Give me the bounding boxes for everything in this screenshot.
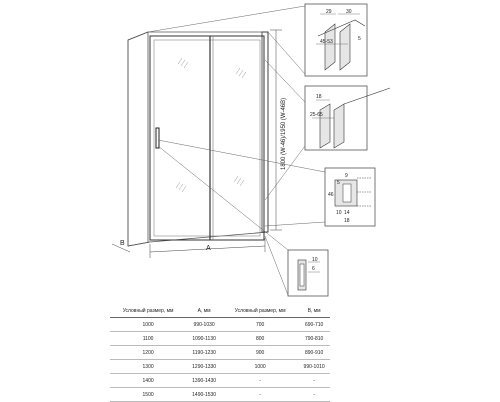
glass-reflection xyxy=(235,67,247,79)
glass-reflection xyxy=(177,57,189,69)
table-cell: - xyxy=(259,391,261,398)
table-row: 1000 990-1030 700 690-710 xyxy=(110,318,330,332)
dim-46: 46 xyxy=(328,192,334,198)
dim-6: 6 xyxy=(312,266,315,272)
dim-29: 29 xyxy=(326,9,332,15)
leader-line-top xyxy=(147,5,306,33)
table-cell: 690-710 xyxy=(304,321,324,328)
shower-enclosure-drawing: A B 1800 (W-46)/1950 (W-46B) 29 30 45-53… xyxy=(111,3,391,297)
height-label: 1800 (W-46)/1950 (W-46B) xyxy=(281,98,287,170)
enclosure-outline xyxy=(127,31,269,247)
door-handle xyxy=(155,127,160,149)
table-cell: 990-1030 xyxy=(193,321,215,328)
table-cell: 790-810 xyxy=(304,335,324,342)
table-cell: 1390-1430 xyxy=(192,377,217,384)
dim-45-53: 45-53 xyxy=(320,39,333,45)
table-cell: 800 xyxy=(255,335,265,342)
column-header: Условный размер, мм xyxy=(222,304,299,318)
glass-reflection xyxy=(233,175,245,187)
door-frame xyxy=(149,35,265,241)
table-cell: 900 xyxy=(255,349,265,356)
table-cell: 1500 xyxy=(142,391,154,398)
table-row: 1500 1490-1530 - - xyxy=(110,388,330,402)
glass-reflection xyxy=(175,181,187,193)
table-row: 1200 1190-1230 900 890-910 xyxy=(110,346,330,360)
table-row: 1300 1290-1330 1000 990-1010 xyxy=(110,360,330,374)
depth-label: B xyxy=(120,240,125,247)
dim-5-handle: 5 xyxy=(337,180,340,186)
table-cell: 1200 xyxy=(142,349,154,356)
table-cell: 990-1010 xyxy=(303,363,325,370)
leader-line-bottom xyxy=(157,145,289,251)
right-post xyxy=(261,31,269,233)
depth-dimension-line xyxy=(111,243,131,253)
width-label: A xyxy=(206,245,211,252)
leader-line-mid xyxy=(264,59,306,103)
table-cell: - xyxy=(313,377,315,384)
width-dimension-line xyxy=(149,245,266,253)
dim-25-65: 25-65 xyxy=(310,112,323,118)
leader-line-handle-2 xyxy=(264,221,326,227)
detail-middle-profile: 18 25-65 xyxy=(304,85,391,151)
table-cell: 700 xyxy=(255,321,265,328)
size-table: Условный размер, мм А, мм Условный разме… xyxy=(110,304,330,402)
top-frame-line xyxy=(127,31,151,247)
table-cell: 1290-1330 xyxy=(192,363,217,370)
detail-handle-profile: 9 5 46 10 14 18 xyxy=(324,167,376,227)
table-cell: - xyxy=(259,377,261,384)
column-header: В, мм xyxy=(298,304,330,318)
dim-18: 18 xyxy=(316,94,322,100)
table-cell: 1000 xyxy=(142,321,154,328)
dim-30: 30 xyxy=(346,9,352,15)
table-header-row: Условный размер, мм А, мм Условный разме… xyxy=(110,304,330,318)
table-cell: 1400 xyxy=(142,377,154,384)
table-cell: - xyxy=(313,391,315,398)
leader-line-handle xyxy=(157,139,326,173)
column-header: Условный размер, мм xyxy=(110,304,187,318)
table-cell: 1100 xyxy=(142,335,154,342)
column-header: А, мм xyxy=(186,304,223,318)
dim-5: 5 xyxy=(358,36,361,42)
table-cell: 1190-1230 xyxy=(192,349,216,356)
dim-10-bottom: 10 xyxy=(312,257,318,263)
dim-10: 10 xyxy=(336,210,342,216)
table-row: 1400 1390-1430 - - xyxy=(110,374,330,388)
table-cell: 1090-1130 xyxy=(192,335,216,342)
leader-line-mid-2 xyxy=(264,145,306,201)
door-inner-frame xyxy=(153,39,261,237)
table-cell: 890-910 xyxy=(304,349,324,356)
table-cell: 1490-1530 xyxy=(192,391,217,398)
dim-18-handle: 18 xyxy=(344,218,350,224)
table-row: 1100 1090-1130 800 790-810 xyxy=(110,332,330,346)
leader-line-bottom-2 xyxy=(264,235,289,296)
dim-14: 14 xyxy=(344,210,350,216)
detail-bottom-guide: 10 6 xyxy=(287,249,329,297)
dim-9: 9 xyxy=(345,173,348,179)
leader-line-top-2 xyxy=(267,31,306,75)
detail-top-profile: 29 30 45-53 5 xyxy=(304,3,368,77)
table-cell: 1000 xyxy=(254,363,266,370)
table-cell: 1300 xyxy=(142,363,154,370)
